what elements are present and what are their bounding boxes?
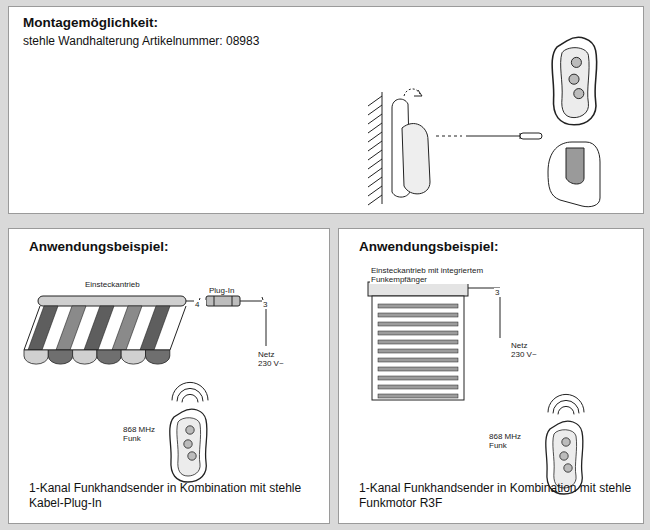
drawing-stroke: [368, 132, 382, 142]
drawing-stroke: [368, 96, 382, 106]
shutter-slat: [378, 394, 458, 398]
shutter-slat: [378, 340, 458, 344]
drawing-stroke: [404, 89, 420, 96]
screwdriver-handle: [520, 133, 542, 139]
drawing-stroke: [368, 159, 382, 169]
awning-cassette: [38, 296, 186, 306]
panel-heading: Anwendungsbeispiel:: [29, 239, 169, 254]
shutter-curtain: [372, 296, 464, 400]
panel-heading: Montagemöglichkeit:: [23, 15, 158, 30]
drawing-stroke: [368, 168, 382, 178]
drawing-stroke: [466, 133, 520, 139]
valance-scallop: [97, 350, 121, 364]
panel: Anwendungsbeispiel: 1-Kanal Funkhandsende…: [8, 228, 330, 524]
shutter-slat: [378, 385, 458, 389]
part-label: Einsteckantrieb: [84, 280, 176, 289]
part-label: Netz 230 V~: [257, 350, 291, 368]
part-label: 868 MHz Funk: [122, 425, 158, 443]
part-label: 868 MHz Funk: [488, 432, 524, 450]
valance-scallop: [121, 350, 145, 364]
shutter-slat: [378, 376, 458, 380]
part-label: Plug-In: [208, 286, 250, 295]
holder-slot: [566, 148, 584, 184]
valance-scallop: [48, 350, 72, 364]
awning-fabric: [28, 306, 170, 350]
valance-scallop: [146, 350, 170, 364]
shutter-slat: [378, 349, 458, 353]
panel: Montagemöglichkeit: stehle Wandhalterung …: [8, 6, 644, 214]
panel-heading: Anwendungsbeispiel:: [359, 239, 499, 254]
drawing-stroke: [368, 105, 382, 115]
shutter-slat: [378, 313, 458, 317]
plug-in: [206, 296, 240, 306]
shutter-slat: [378, 322, 458, 326]
drawing-stroke: [368, 195, 382, 205]
drawing-stroke: [368, 123, 382, 133]
shutter-slat: [378, 331, 458, 335]
part-label: 4: [194, 300, 206, 309]
drawing-stroke: [368, 186, 382, 196]
drawing-stroke: [368, 114, 382, 124]
drawing-stroke: [198, 297, 264, 304]
panel-text: 1-Kanal Funkhandsender in Kombination mi…: [29, 481, 319, 511]
part-label: 3: [262, 300, 274, 309]
panel-text: 1-Kanal Funkhandsender in Kombination mi…: [359, 481, 634, 511]
drawing-stroke: [368, 150, 382, 160]
panel-ground: [338, 228, 644, 524]
remote-in-holder: [402, 124, 430, 194]
drawing-stroke: [368, 141, 382, 151]
shutter-slat: [378, 367, 458, 371]
hand-transmitter: [552, 37, 597, 124]
drawing-stroke: [382, 92, 383, 204]
valance-scallop: [73, 350, 97, 364]
hand-transmitter: [546, 394, 584, 494]
valance-scallop: [24, 350, 48, 364]
panel-ground: [8, 228, 330, 524]
part-label: 3: [494, 288, 506, 297]
shutter-slat: [378, 358, 458, 362]
part-label: Netz 230 V~: [510, 341, 544, 359]
wall-holder: [548, 142, 600, 207]
drawing-stroke: [214, 296, 232, 306]
panel-ground: [8, 6, 644, 214]
panel-text: stehle Wandhalterung Artikelnummer: 0898…: [23, 34, 423, 49]
hand-transmitter: [170, 382, 208, 482]
drawing-stroke: [436, 136, 462, 137]
drawing-stroke: [414, 90, 422, 96]
shutter-slat: [378, 304, 458, 308]
part-label: Einsteckantrieb mit integriertem Funkemp…: [370, 266, 500, 284]
drawing-stroke: [24, 306, 186, 350]
drawing-stroke: [368, 177, 382, 187]
